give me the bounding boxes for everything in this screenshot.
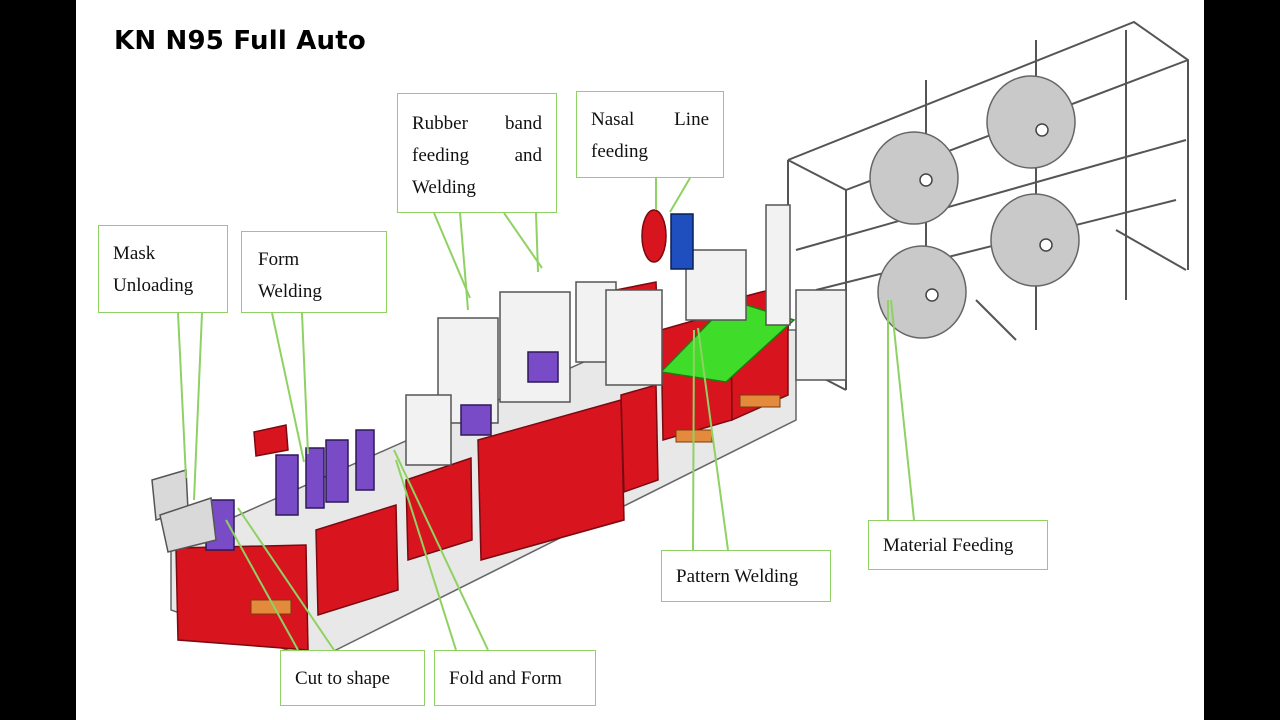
callout-line: Nasal Line xyxy=(591,109,709,130)
callout-line: Form xyxy=(258,249,300,270)
callout-line: feeding xyxy=(591,141,648,162)
callout-pattern-welding: Pattern Welding xyxy=(661,550,831,602)
callout-line: Material Feeding xyxy=(883,535,1014,556)
material-feed-rack xyxy=(787,20,1189,391)
callout-line: Welding xyxy=(258,281,322,302)
callout-line: Rubber band xyxy=(412,113,542,134)
callout-line: Welding xyxy=(412,177,476,198)
callout-line: Fold and Form xyxy=(449,668,562,689)
material-rolls xyxy=(869,75,1080,339)
callout-mask-unloading: Mask Unloading xyxy=(98,225,228,313)
nasal-line-reel xyxy=(641,209,694,270)
callout-form-welding: Form Welding xyxy=(241,231,387,313)
callout-fold-and-form: Fold and Form xyxy=(434,650,596,706)
callout-line: Cut to shape xyxy=(295,668,390,689)
callout-line: Mask xyxy=(113,243,156,264)
slide: KN N95 Full Auto Mask Unloading Form Wel… xyxy=(76,0,1204,720)
page-title: KN N95 Full Auto xyxy=(114,26,366,56)
callout-cut-to-shape: Cut to shape xyxy=(280,650,425,706)
mask-output xyxy=(151,469,217,553)
upper-stations xyxy=(405,204,847,466)
callout-line: Unloading xyxy=(113,275,194,296)
callout-line: feeding and xyxy=(412,145,542,166)
callout-material-feeding: Material Feeding xyxy=(868,520,1048,570)
callout-rubber-band: Rubber band feeding and Welding xyxy=(397,93,557,213)
callout-nasal-line: Nasal Line feeding xyxy=(576,91,724,178)
callout-line: Pattern Welding xyxy=(676,566,799,587)
